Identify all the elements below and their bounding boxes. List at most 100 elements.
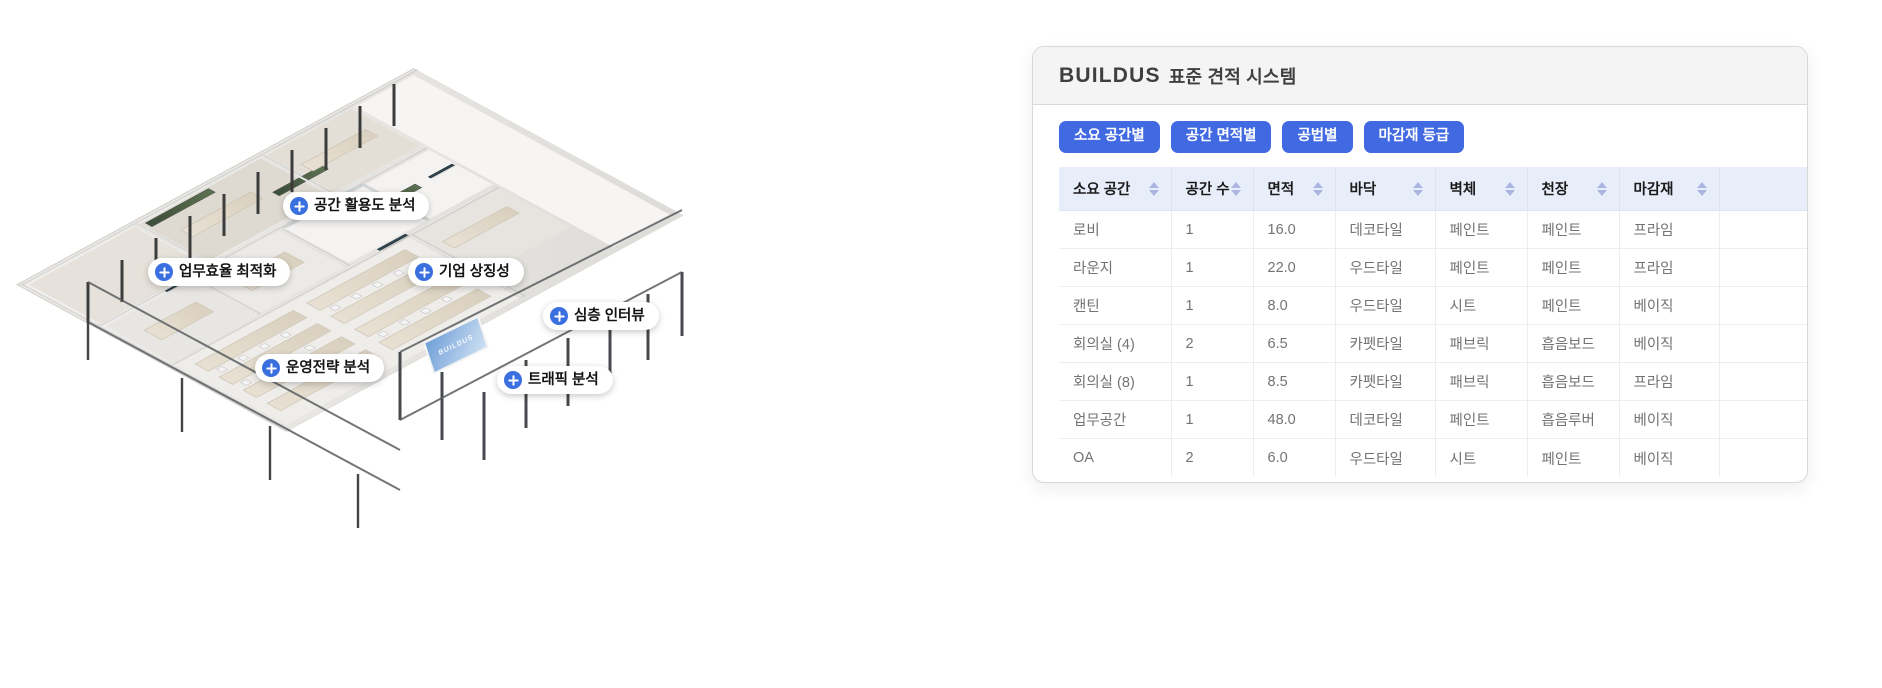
plus-icon xyxy=(155,263,173,281)
cell-floor: 데코타일 xyxy=(1335,400,1436,440)
cell-ceiling: 페인트 xyxy=(1527,286,1620,326)
column-header-count[interactable]: 공간 수 xyxy=(1171,166,1254,212)
cell-count: 1 xyxy=(1171,210,1254,250)
hotspot-operation-strategy[interactable]: 운영전략 분석 xyxy=(255,354,385,382)
panel-title: 표준 견적 시스템 xyxy=(1168,66,1297,87)
cell-finish: 베이직 xyxy=(1619,286,1720,326)
cell-space: 라운지 xyxy=(1059,248,1172,288)
sort-icon[interactable] xyxy=(1696,181,1707,196)
plus-icon xyxy=(504,371,522,389)
cell-area: 6.5 xyxy=(1253,324,1336,364)
column-header-area[interactable]: 면적 xyxy=(1253,166,1336,212)
cell-extra xyxy=(1719,400,1807,440)
panel-header: BUILDUS 표준 견적 시스템 xyxy=(1033,47,1807,105)
cell-finish: 베이직 xyxy=(1619,400,1720,440)
cell-floor: 데코타일 xyxy=(1335,210,1436,250)
isometric-office-render: BUILDUS xyxy=(17,60,750,540)
column-label: 면적 xyxy=(1267,182,1295,199)
cell-space: OA xyxy=(1059,438,1172,477)
cell-area: 22.0 xyxy=(1253,248,1336,288)
hotspot-label: 심층 인터뷰 xyxy=(574,307,645,324)
estimate-system-panel: BUILDUS 표준 견적 시스템 소요 공간별 공간 면적별 공법별 마감재 … xyxy=(1032,46,1808,483)
hotspot-label: 운영전략 분석 xyxy=(286,359,371,376)
filter-button-group: 소요 공간별 공간 면적별 공법별 마감재 등급 xyxy=(1033,105,1807,167)
cell-wall: 페인트 xyxy=(1435,400,1528,440)
cell-wall: 페인트 xyxy=(1435,210,1528,250)
cell-space: 회의실 (4) xyxy=(1059,324,1172,364)
cell-ceiling: 흡음보드 xyxy=(1527,362,1620,402)
column-label: 천장 xyxy=(1541,182,1569,199)
column-header-overflow xyxy=(1719,166,1807,212)
hotspot-label: 공간 활용도 분석 xyxy=(314,197,416,214)
sort-icon[interactable] xyxy=(1148,181,1159,196)
column-header-ceiling[interactable]: 천장 xyxy=(1527,166,1620,212)
cell-space: 업무공간 xyxy=(1059,400,1172,440)
hotspot-corporate-symbol[interactable]: 기업 상징성 xyxy=(408,258,524,286)
cell-finish: 베이직 xyxy=(1619,438,1720,477)
cell-floor: 우드타일 xyxy=(1335,248,1436,288)
column-label: 소요 공간 xyxy=(1073,182,1131,199)
column-label: 마감재 xyxy=(1633,182,1674,199)
filter-by-method[interactable]: 공법별 xyxy=(1282,121,1353,153)
hotspot-label: 기업 상징성 xyxy=(439,263,510,280)
cell-floor: 카펫타일 xyxy=(1335,324,1436,364)
sort-icon[interactable] xyxy=(1504,181,1515,196)
cell-floor: 우드타일 xyxy=(1335,438,1436,477)
table-header-row: 소요 공간 공간 수 면적 xyxy=(1059,166,1807,212)
sort-icon[interactable] xyxy=(1596,181,1607,196)
column-header-space[interactable]: 소요 공간 xyxy=(1059,166,1172,212)
filter-by-required-space[interactable]: 소요 공간별 xyxy=(1059,121,1160,153)
cell-extra xyxy=(1719,438,1807,477)
cell-extra xyxy=(1719,324,1807,364)
hotspot-work-efficiency[interactable]: 업무효율 최적화 xyxy=(148,258,291,286)
cell-ceiling: 페인트 xyxy=(1527,438,1620,477)
cell-ceiling: 페인트 xyxy=(1527,210,1620,250)
filter-by-space-area[interactable]: 공간 면적별 xyxy=(1170,121,1272,153)
cell-count: 1 xyxy=(1171,362,1254,402)
hotspot-in-depth-interview[interactable]: 심층 인터뷰 xyxy=(543,302,659,330)
cell-finish: 프라임 xyxy=(1619,362,1720,402)
cell-count: 1 xyxy=(1171,248,1254,288)
estimate-table-wrapper: 소요 공간 공간 수 면적 xyxy=(1033,166,1807,477)
column-label: 벽체 xyxy=(1449,182,1477,199)
cell-count: 1 xyxy=(1171,286,1254,326)
cell-extra xyxy=(1719,248,1807,288)
cell-extra xyxy=(1719,286,1807,326)
sort-icon[interactable] xyxy=(1412,181,1423,196)
column-header-finish[interactable]: 마감재 xyxy=(1619,166,1720,212)
cell-count: 2 xyxy=(1171,438,1254,477)
cell-wall: 시트 xyxy=(1435,438,1528,477)
hotspot-space-utilization[interactable]: 공간 활용도 분석 xyxy=(283,192,430,220)
cell-ceiling: 흡음보드 xyxy=(1527,324,1620,364)
presentation-screen-label: BUILDUS xyxy=(437,333,475,357)
cell-area: 16.0 xyxy=(1253,210,1336,250)
filter-by-finish-grade[interactable]: 마감재 등급 xyxy=(1363,121,1465,153)
hotspot-label: 트래픽 분석 xyxy=(528,371,599,388)
cell-finish: 베이직 xyxy=(1619,324,1720,364)
cell-floor: 우드타일 xyxy=(1335,286,1436,326)
cell-wall: 패브릭 xyxy=(1435,362,1528,402)
cell-finish: 프라임 xyxy=(1619,210,1720,250)
column-header-wall[interactable]: 벽체 xyxy=(1435,166,1528,212)
cell-area: 48.0 xyxy=(1253,400,1336,440)
sort-icon[interactable] xyxy=(1230,181,1241,196)
column-label: 공간 수 xyxy=(1185,182,1230,199)
cell-ceiling: 흡음루버 xyxy=(1527,400,1620,440)
estimate-table: 소요 공간 공간 수 면적 xyxy=(1059,166,1807,477)
plus-icon xyxy=(290,197,308,215)
cell-count: 1 xyxy=(1171,400,1254,440)
column-header-floor[interactable]: 바닥 xyxy=(1335,166,1436,212)
plus-icon xyxy=(415,263,433,281)
cell-finish: 프라임 xyxy=(1619,248,1720,288)
sort-icon[interactable] xyxy=(1312,181,1323,196)
hotspot-traffic-analysis[interactable]: 트래픽 분석 xyxy=(497,366,613,394)
